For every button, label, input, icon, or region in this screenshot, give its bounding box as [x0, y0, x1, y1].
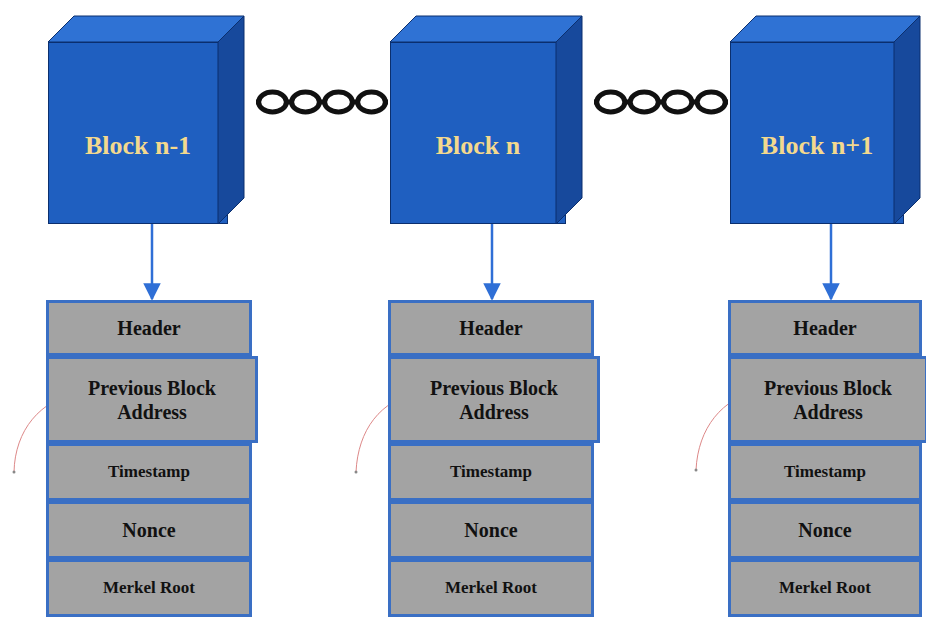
field-box: Nonce	[46, 501, 252, 559]
block-label: Block n	[391, 43, 565, 161]
field-box: Merkel Root	[728, 559, 922, 617]
field-label: Header	[111, 314, 186, 342]
field-box: Merkel Root	[388, 559, 594, 617]
block-label: Block n+1	[731, 43, 903, 161]
chain-link	[256, 92, 388, 112]
field-box: Timestamp	[46, 443, 252, 501]
field-label: Nonce	[116, 516, 181, 544]
field-box: Previous Block Address	[728, 356, 926, 443]
pointer-dot	[355, 471, 358, 474]
field-box: Header	[728, 300, 922, 356]
field-box: Merkel Root	[46, 559, 252, 617]
field-box: Timestamp	[388, 443, 594, 501]
field-label: Timestamp	[102, 460, 196, 484]
field-label: Nonce	[792, 516, 857, 544]
field-box: Header	[388, 300, 594, 356]
chain-link	[594, 92, 728, 112]
field-label: Merkel Root	[97, 576, 201, 600]
field-label: Nonce	[458, 516, 523, 544]
field-label: Timestamp	[444, 460, 538, 484]
field-label: Merkel Root	[439, 576, 543, 600]
field-label: Header	[787, 314, 862, 342]
field-label: Previous Block Address	[391, 374, 597, 426]
field-label: Previous Block Address	[731, 374, 925, 426]
block-label: Block n-1	[49, 43, 227, 161]
flow-arrow	[492, 224, 493, 299]
block-cube: Block n	[390, 42, 566, 224]
field-label: Timestamp	[778, 460, 872, 484]
flow-arrow	[152, 224, 153, 299]
block-cube: Block n+1	[730, 42, 904, 224]
field-box: Nonce	[728, 501, 922, 559]
field-label: Merkel Root	[773, 576, 877, 600]
field-box: Header	[46, 300, 252, 356]
field-box: Nonce	[388, 501, 594, 559]
flow-arrow	[831, 224, 832, 299]
field-box: Previous Block Address	[388, 356, 600, 443]
pointer-dot	[13, 471, 16, 474]
block-cube: Block n-1	[48, 42, 228, 224]
pointer-dot	[695, 469, 698, 472]
field-label: Header	[453, 314, 528, 342]
field-box: Previous Block Address	[46, 356, 258, 443]
field-label: Previous Block Address	[49, 374, 255, 426]
field-box: Timestamp	[728, 443, 922, 501]
